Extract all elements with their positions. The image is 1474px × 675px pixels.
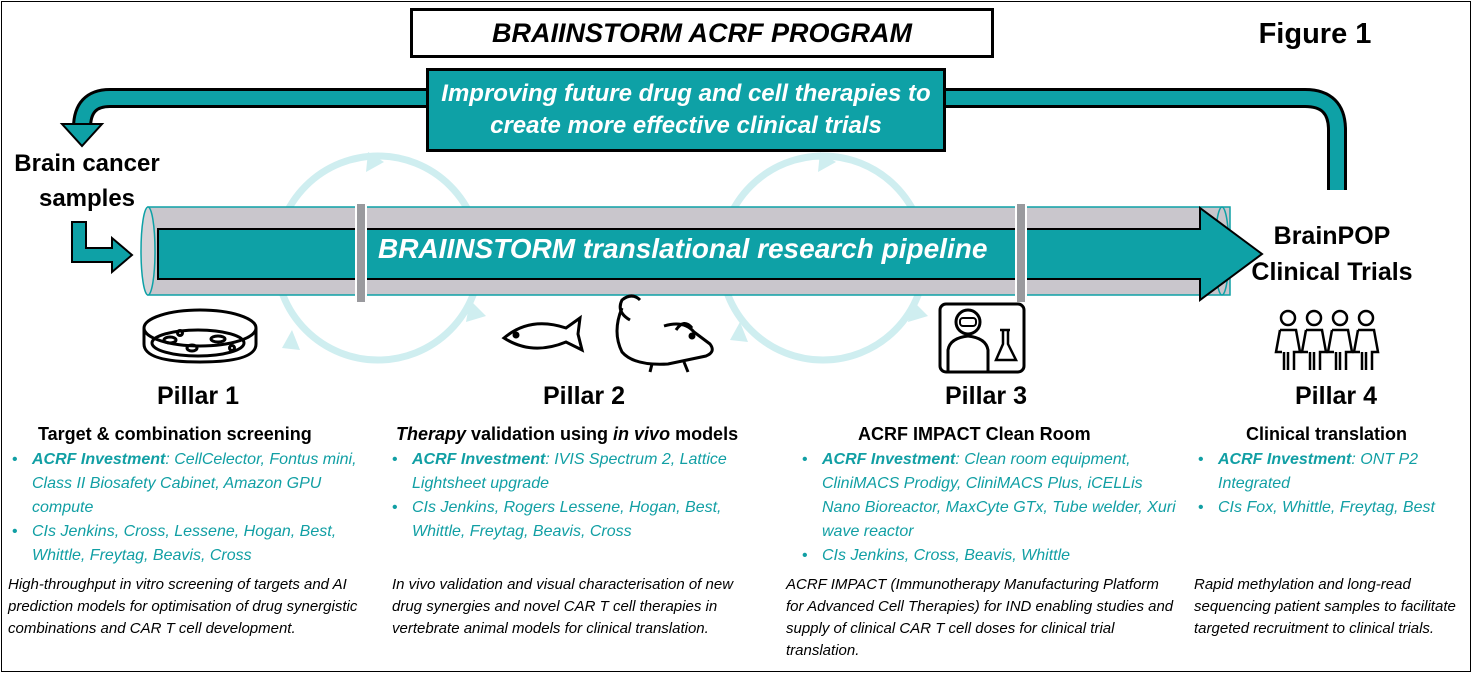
tube-ring-right [1015, 202, 1027, 304]
pillar-2-investment: ACRF Investment: IVIS Spectrum 2, Lattic… [390, 448, 762, 496]
pillar-3-subtitle: ACRF IMPACT Clean Room [858, 424, 1091, 444]
pillar-1-bullets: ACRF Investment: CellCelector, Fontus mi… [10, 448, 370, 568]
pillar-2-description: In vivo validation and visual characteri… [392, 576, 734, 637]
pillar-4-title: Pillar 4 [1295, 382, 1377, 410]
pillar-4-cis-text: CIs Fox, Whittle, Freytag, Best [1218, 499, 1435, 516]
program-title: BRAIINSTORM ACRF PROGRAM [410, 8, 994, 58]
pillar-2-cis-text: CIs Jenkins, Rogers Lessene, Hogan, Best… [412, 499, 722, 540]
pillar-1-subtitle: Target & combination screening [38, 424, 312, 444]
pillar-4-investment: ACRF Investment: ONT P2 Integrated [1196, 448, 1466, 496]
sample-input-arrow [71, 221, 134, 275]
pillar-1-description: High-throughput in vitro screening of ta… [8, 576, 358, 637]
clean-room-scientist-icon [938, 302, 1026, 374]
pillar-2-title: Pillar 2 [543, 382, 625, 410]
fish-icon [501, 314, 585, 353]
pillar-2-subtitle-end: models [670, 424, 739, 444]
pillar-3-investment: ACRF Investment: Clean room equipment, C… [800, 448, 1176, 544]
pillar-3-bullets: ACRF Investment: Clean room equipment, C… [800, 448, 1176, 568]
input-label-line1: Brain cancer [14, 150, 160, 177]
pillar-3-title: Pillar 3 [945, 382, 1027, 410]
pillar-4-description: Rapid methylation and long-read sequenci… [1194, 576, 1456, 637]
patients-group-icon [1274, 309, 1380, 370]
output-label-line1: BrainPOP [1273, 222, 1391, 250]
pillar-2-bullets: ACRF Investment: IVIS Spectrum 2, Lattic… [390, 448, 762, 544]
pillar-4-investment-items: : ONT P2 Integrated [1218, 451, 1419, 492]
pillar-2-cis: CIs Jenkins, Rogers Lessene, Hogan, Best… [390, 496, 762, 544]
feedback-banner: Improving future drug and cell therapies… [426, 68, 946, 152]
figure-label: Figure 1 [1258, 18, 1372, 50]
tube-ring-left [355, 202, 367, 304]
output-label-line2: Clinical Trials [1251, 258, 1413, 286]
pillar-2-investment-items: : IVIS Spectrum 2, Lattice Lightsheet up… [412, 451, 727, 492]
pipeline-label: BRAIINSTORM translational research pipel… [378, 233, 988, 264]
input-label-line2: samples [38, 185, 136, 212]
pillar-2-investment-label: ACRF Investment [412, 451, 546, 468]
pillar-2-subtitle: Therapy validation using in vivo models [396, 424, 738, 445]
output-label: BrainPOP Clinical Trials [1232, 218, 1432, 290]
pillar-3-description: ACRF IMPACT (Immunotherapy Manufacturing… [786, 576, 1174, 659]
pillar-3-cis: CIs Jenkins, Cross, Beavis, Whittle [800, 544, 1176, 568]
pillar-2-subtitle-italic-2: in vivo [613, 424, 671, 444]
pillar-1-cis: CIs Jenkins, Cross, Lessene, Hogan, Best… [10, 520, 370, 568]
input-label: Brain cancer samples [2, 146, 172, 216]
pillar-1-investment-items: : CellCelector, Fontus mini, Class II Bi… [32, 451, 357, 516]
feedback-loop-arrow [59, 88, 1347, 190]
mouse-icon [615, 294, 714, 373]
pillar-1-title: Pillar 1 [157, 382, 239, 410]
pillar-1-cis-text: CIs Jenkins, Cross, Lessene, Hogan, Best… [32, 523, 337, 564]
petri-dish-icon [142, 308, 258, 364]
pipeline-arrow [157, 206, 1264, 302]
pillar-4-subtitle: Clinical translation [1246, 424, 1408, 444]
pillar-1-investment-label: ACRF Investment [32, 451, 166, 468]
pillar-2-subtitle-plain: validation using [466, 424, 614, 444]
pillar-3-investment-items: : Clean room equipment, CliniMACS Prodig… [822, 451, 1176, 540]
pillar-3-cis-text: CIs Jenkins, Cross, Beavis, Whittle [822, 547, 1071, 564]
pillar-1-investment: ACRF Investment: CellCelector, Fontus mi… [10, 448, 370, 520]
pillar-4-bullets: ACRF Investment: ONT P2 Integrated CIs F… [1196, 448, 1466, 520]
pillar-4-investment-label: ACRF Investment [1218, 451, 1352, 468]
pillar-3-investment-label: ACRF Investment [822, 451, 956, 468]
pillar-2-subtitle-italic-1: Therapy [396, 424, 467, 444]
pillar-4-cis: CIs Fox, Whittle, Freytag, Best [1196, 496, 1466, 520]
